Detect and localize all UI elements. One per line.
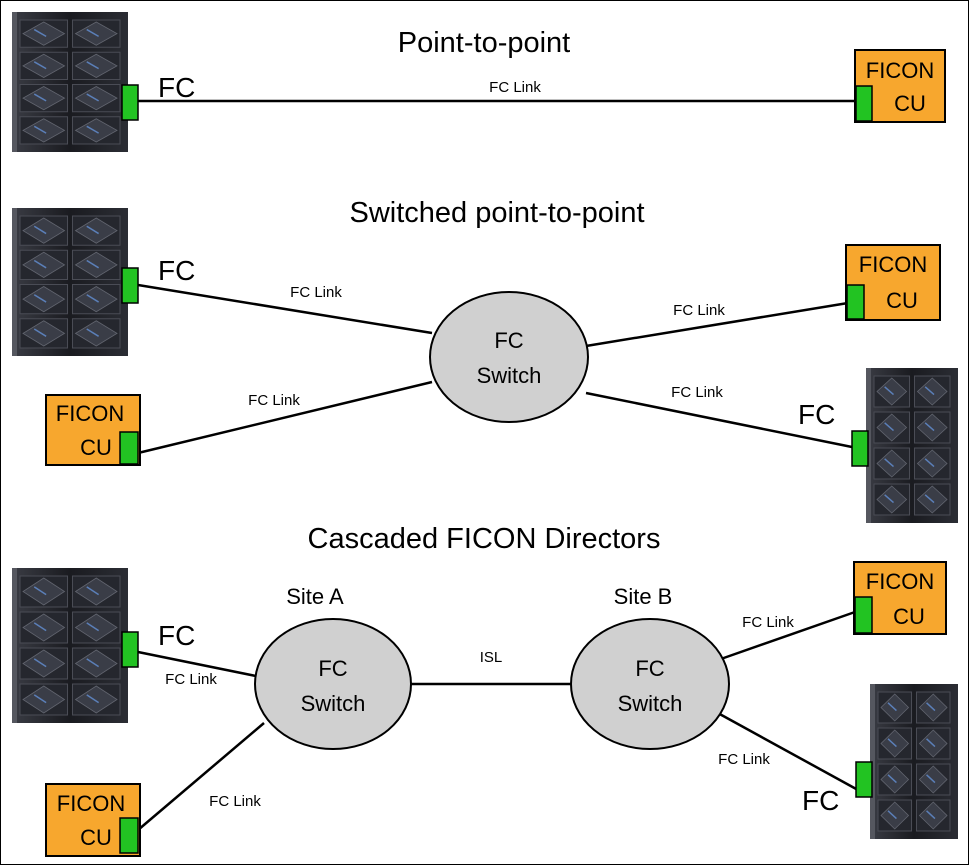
mainframe-server-icon — [12, 568, 128, 723]
cu-line2: CU — [894, 91, 926, 116]
fc-link-line — [585, 301, 849, 348]
mainframe-server-icon — [12, 208, 128, 356]
fc-link-label: FC Link — [673, 302, 725, 319]
fc-label: FC — [798, 399, 835, 430]
site-b-label: Site B — [614, 584, 673, 609]
fc-port — [121, 267, 139, 304]
fc-port — [121, 631, 139, 668]
ficon-control-unit: FICON CU — [845, 244, 941, 321]
fc-link-line — [585, 391, 853, 449]
fc-link-label: FC Link — [742, 614, 794, 631]
ficon-control-unit: FICON CU — [854, 49, 946, 123]
fc-label: FC — [802, 785, 839, 816]
fc-link-label: FC Link — [290, 284, 342, 301]
fc-port — [854, 596, 873, 634]
switch-line2: Switch — [618, 691, 683, 716]
ficon-control-unit: FICON CU — [853, 561, 947, 635]
switch-line2: Switch — [301, 691, 366, 716]
ficon-control-unit: FICON CU — [45, 783, 141, 857]
fc-label: FC — [158, 620, 195, 651]
cu-line1: FICON — [866, 569, 934, 594]
site-a-label: Site A — [286, 584, 344, 609]
isl-label: ISL — [480, 649, 503, 666]
cu-line1: FICON — [57, 791, 125, 816]
fc-port — [119, 817, 139, 854]
fc-link-line — [717, 610, 856, 662]
cu-line1: FICON — [56, 401, 124, 426]
switch-line1: FC — [318, 656, 347, 681]
mainframe-server-icon — [12, 12, 128, 152]
section-title-cascaded-ficon-directors: Cascaded FICON Directors — [308, 523, 661, 555]
fc-link-line — [137, 380, 433, 455]
cu-line1: FICON — [866, 58, 934, 83]
fc-link-line — [715, 710, 859, 792]
fc-port — [851, 430, 869, 467]
fc-port — [119, 431, 139, 465]
switch-line1: FC — [635, 656, 664, 681]
mainframe-server-icon — [866, 368, 958, 523]
section-title-point-to-point: Point-to-point — [398, 27, 571, 59]
switch-line2: Switch — [477, 363, 542, 388]
fc-link-label: FC Link — [248, 392, 300, 409]
cu-line2: CU — [80, 825, 112, 850]
fc-port — [846, 284, 865, 320]
fc-link-label: FC Link — [718, 751, 770, 768]
cu-line2: CU — [886, 288, 918, 313]
fc-port — [121, 84, 139, 121]
fc-port — [855, 85, 873, 122]
fc-link-line — [137, 283, 433, 335]
fc-switch: FC Switch — [429, 291, 589, 423]
switch-line1: FC — [494, 328, 523, 353]
ficon-control-unit: FICON CU — [45, 394, 141, 466]
fc-label: FC — [158, 255, 195, 286]
fc-link-line — [137, 722, 265, 831]
fc-switch-site-a: FC Switch — [254, 618, 412, 750]
fc-link-label: FC Link — [489, 79, 541, 96]
cu-line1: FICON — [859, 252, 927, 277]
fc-link-label: FC Link — [209, 793, 261, 810]
fc-switch-site-b: FC Switch — [570, 618, 730, 750]
fc-label: FC — [158, 72, 195, 103]
fc-link-label: FC Link — [671, 384, 723, 401]
fc-link-line — [137, 650, 257, 678]
mainframe-server-icon — [870, 684, 958, 839]
section-title-switched-point-to-point: Switched point-to-point — [350, 197, 645, 229]
cu-line2: CU — [80, 435, 112, 460]
fc-port — [855, 761, 873, 798]
cu-line2: CU — [893, 604, 925, 629]
fc-link-label: FC Link — [165, 671, 217, 688]
